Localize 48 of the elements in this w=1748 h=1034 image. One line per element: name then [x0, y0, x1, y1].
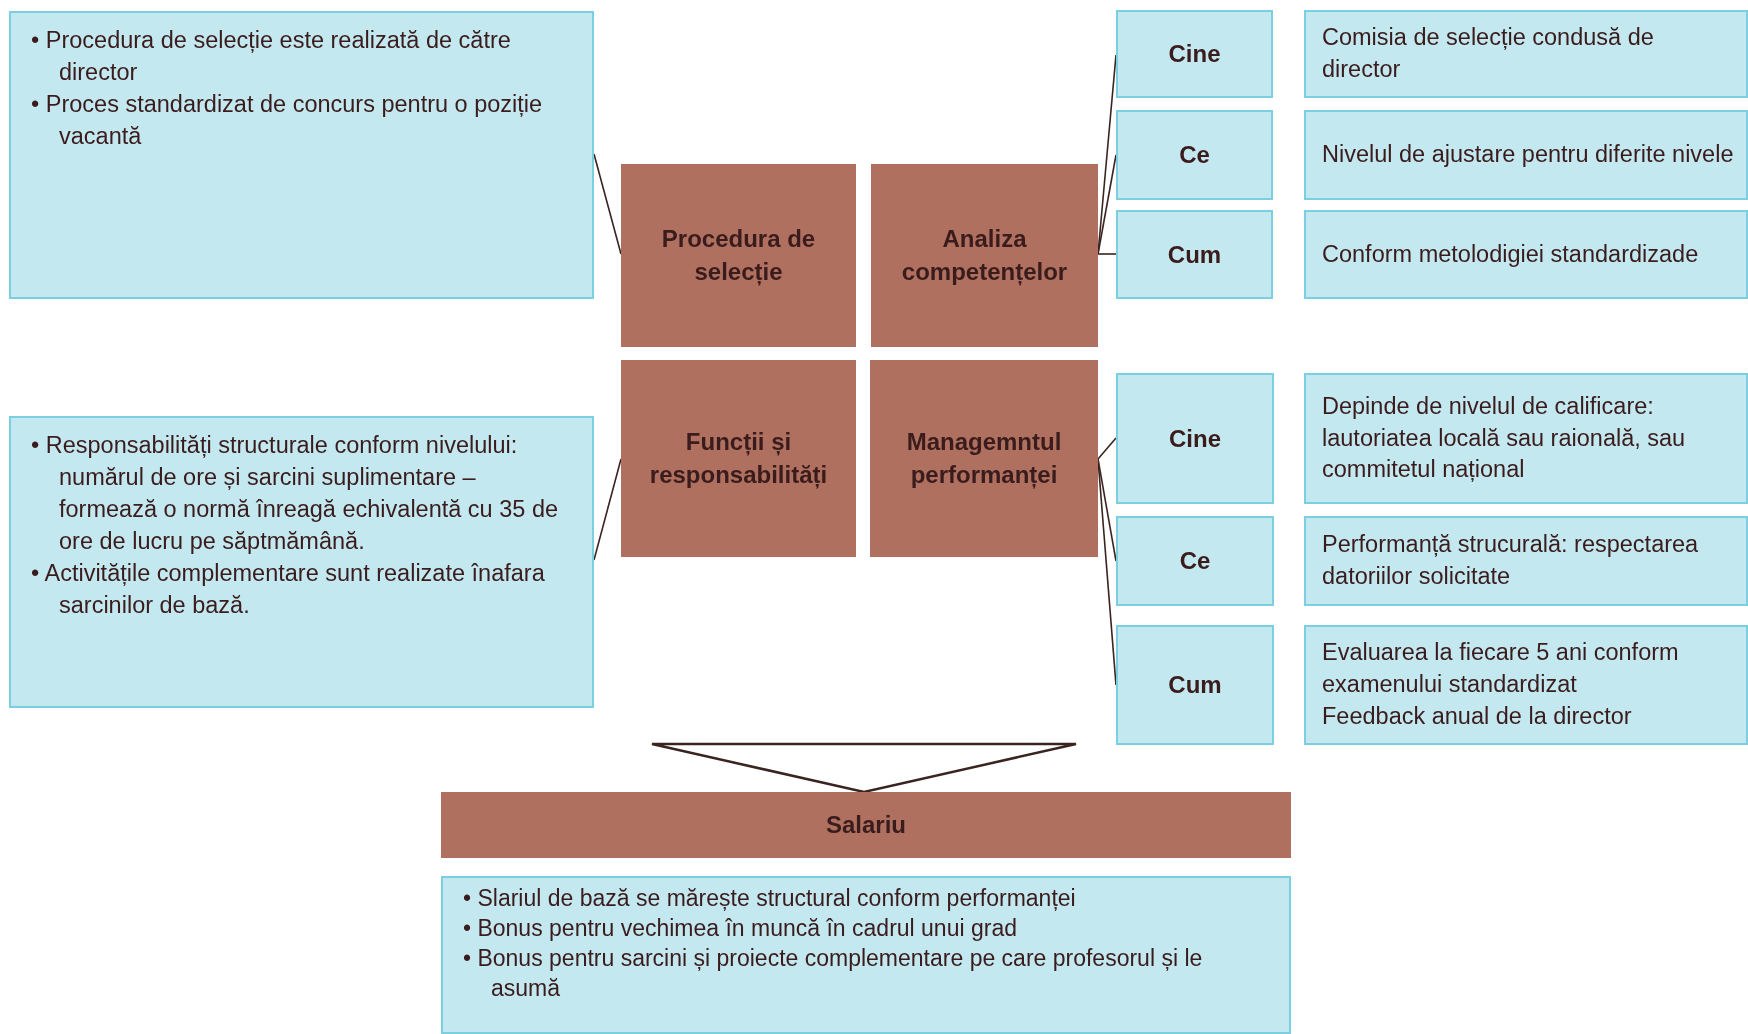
category-box	[621, 360, 856, 557]
category-label: Procedura de selecție	[660, 224, 817, 288]
description-text: Comisia de selecție condusă de director	[1321, 23, 1655, 84]
question-box	[1116, 110, 1273, 200]
answer-box	[1304, 10, 1748, 98]
question-label: Cine	[1169, 424, 1221, 453]
description-text: Feedback anual de la director	[1321, 701, 1633, 731]
question-label: Ce	[1179, 547, 1211, 575]
question-box	[1116, 516, 1274, 606]
category-label: Managemntul performanței	[905, 427, 1063, 491]
bullet-item: • Proces standardizat de concurs pentru o poziție vacantă	[31, 89, 544, 151]
answer-box	[1304, 516, 1748, 606]
description-text: Evaluarea la fiecare 5 ani conform examenului standardizat	[1321, 638, 1680, 699]
info-box	[441, 876, 1291, 1034]
category-label: Analiza competențelor	[900, 224, 1069, 288]
bullet-item: • Slariul de bază se mărește structural conform performanței	[463, 884, 1077, 913]
question-label: Cum	[1167, 240, 1222, 269]
question-box	[1116, 625, 1274, 745]
description-text: Depinde de nivelul de calificare: lautoriatea locală sau raională, sau commitetul național	[1321, 391, 1687, 485]
bullet-item: • Procedura de selecție este realizată de către director	[31, 26, 512, 87]
description-text: Nivelul de ajustare pentru diferite nivele	[1321, 140, 1735, 169]
category-box	[441, 792, 1291, 858]
connector-line	[1097, 437, 1117, 460]
question-label: Cum	[1168, 671, 1222, 699]
bullet-item: • Responsabilități structurale conform nivelului: numărul de ore și sarcini suplimentare – formează o normă înreagă echivalentă cu 35 de ore de lucru pe săptmămână.	[31, 431, 560, 556]
category-label: Salariu	[824, 809, 907, 840]
category-box	[871, 164, 1098, 347]
category-label: Funcții și responsabilități	[648, 427, 829, 491]
bullet-item: • Bonus pentru vechimea în muncă în cadrul unui grad	[463, 913, 1018, 943]
question-box	[1116, 210, 1273, 299]
bullet-item: • Bonus pentru sarcini și proiecte complementare pe care profesorul și le asumă	[463, 943, 1204, 1003]
answer-box	[1304, 373, 1748, 504]
answer-box	[1304, 110, 1748, 200]
category-box	[870, 360, 1098, 557]
question-label: Ce	[1179, 141, 1210, 169]
info-box	[9, 11, 594, 299]
question-box	[1116, 10, 1273, 98]
answer-box	[1304, 625, 1748, 745]
bullet-item: • Activitățile complementare sunt realizate înafara sarcinilor de bază.	[31, 558, 546, 620]
downward-triangle-arrow	[650, 742, 1078, 794]
description-text: Conform metolodigiei standardizade	[1321, 239, 1700, 269]
question-label: Cine	[1168, 40, 1221, 68]
info-box	[9, 416, 594, 708]
description-text: Performanță strucurală: respectarea datoriilor solicitate	[1321, 530, 1700, 591]
answer-box	[1304, 210, 1748, 299]
category-box	[621, 164, 856, 347]
connector-line	[1097, 253, 1117, 255]
question-box	[1116, 373, 1274, 504]
